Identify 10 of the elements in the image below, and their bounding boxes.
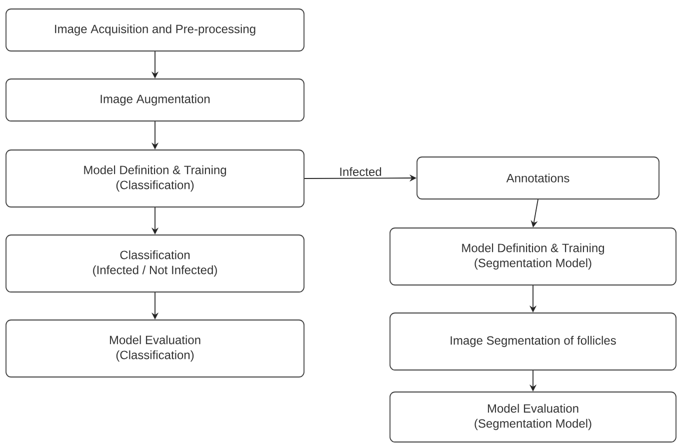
process-box: Image Augmentation [6,78,304,122]
process-box: Model Evaluation (Classification) [6,320,304,378]
edge-label: Infected [338,166,383,178]
process-box: Image Segmentation of follicles [390,312,676,370]
process-box: Annotations [416,156,660,200]
process-box: Model Evaluation (Segmentation Model) [390,392,676,442]
process-box: Model Definition & Training (Classification) [6,150,304,208]
process-box: Image Acquisition and Pre-processing [6,8,304,52]
process-box: Classification (Infected / Not Infected) [6,234,304,292]
process-box: Model Definition & Training (Segmentation Model) [390,228,676,286]
